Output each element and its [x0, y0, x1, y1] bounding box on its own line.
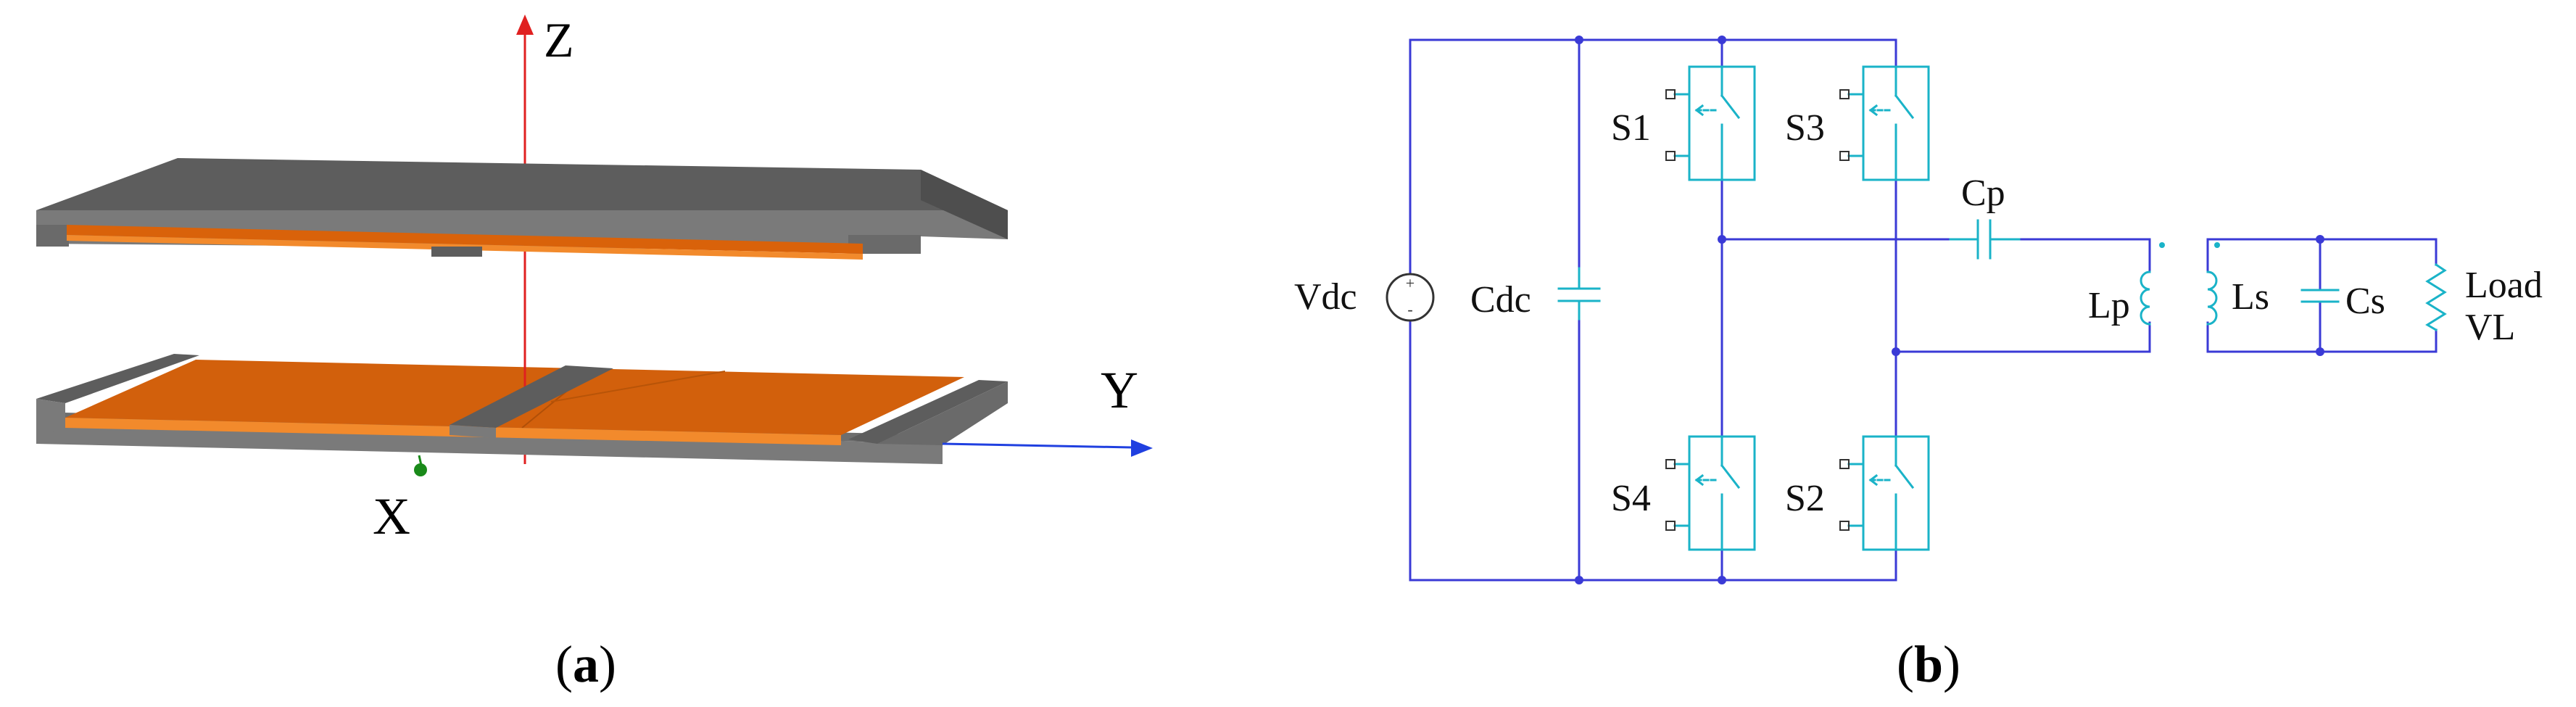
- label-s2: S2: [1785, 478, 1825, 519]
- vdc-source: + -: [1386, 273, 1435, 322]
- label-cs: Cs: [2345, 281, 2385, 322]
- cdc-capacitor: [1557, 267, 1601, 321]
- label-s4: S4: [1611, 478, 1651, 519]
- switch-s3: [1839, 65, 1930, 181]
- junction-dots: [1575, 36, 2324, 584]
- lower-plate-right-rail-side: [877, 381, 1008, 445]
- load-resistor-zigzag: [2425, 262, 2447, 332]
- junction-dot: [1718, 576, 1726, 584]
- junction-dot: [2316, 347, 2324, 356]
- switch-s1: [1665, 65, 1756, 181]
- panel-b: + -: [1294, 36, 2543, 693]
- vdc-source-circle: [1386, 273, 1435, 322]
- upper-coil-strip: [67, 225, 863, 254]
- junction-dot: [1718, 235, 1726, 244]
- upper-coil: [67, 225, 863, 260]
- label-s1: S1: [1611, 107, 1651, 149]
- dc-bus-wires: [1409, 38, 2438, 582]
- caption-b: (b): [1897, 635, 1960, 693]
- cs-capacitor: [2300, 289, 2340, 303]
- lower-plate-right-rail-top: [848, 380, 1008, 444]
- lower-center-bar-side: [450, 425, 496, 438]
- lower-coil-seam-2: [550, 371, 726, 402]
- upper-plate-left-lip: [36, 225, 69, 247]
- junction-dot: [1892, 347, 1900, 356]
- axis-x-label: X: [373, 487, 410, 545]
- lower-center-bar-top: [450, 365, 613, 428]
- switch-s4: [1665, 435, 1756, 551]
- label-vdc: Vdc: [1294, 276, 1357, 318]
- label-ls: Ls: [2232, 276, 2269, 318]
- z-axis-arrow: [516, 15, 534, 35]
- junction-dot: [2316, 235, 2324, 244]
- ls-inductor: [2206, 242, 2220, 326]
- ls-coil: [2206, 270, 2218, 326]
- panel-a: Z Y X (a): [36, 12, 1153, 693]
- y-axis-arrow: [1131, 439, 1153, 457]
- load-resistor: [2425, 262, 2447, 332]
- lp-coil: [2140, 270, 2151, 326]
- junction-dot: [1718, 36, 1726, 44]
- axis-z-label: Z: [544, 12, 574, 67]
- vdc-plus-sign: +: [1406, 274, 1415, 292]
- circuit-labels: Vdc Cdc S1 S3 S4 S2 Cp Lp Ls Cs Load VL: [1294, 107, 2543, 519]
- lower-center-bar: [450, 365, 613, 438]
- junction-dot: [1575, 36, 1583, 44]
- label-s3: S3: [1785, 107, 1825, 149]
- ls-dot: [2214, 242, 2220, 248]
- lp-dot: [2159, 242, 2165, 248]
- switch-s2: [1839, 435, 1930, 551]
- label-lp: Lp: [2088, 285, 2130, 326]
- lower-plate-left-rail-top: [36, 354, 199, 403]
- label-cdc: Cdc: [1470, 279, 1531, 321]
- label-load: Load: [2465, 265, 2543, 306]
- upper-plate-end-face: [921, 170, 1008, 239]
- upper-coil-center-tab: [431, 247, 482, 257]
- cp-capacitor: [1949, 219, 2021, 260]
- upper-plate-top-face: [36, 158, 1008, 210]
- vdc-minus-sign: -: [1407, 300, 1412, 318]
- lower-plate-left-rail-side: [36, 399, 65, 434]
- x-axis-dot: [414, 463, 427, 476]
- lp-inductor: [2140, 242, 2165, 326]
- caption-a: (a): [555, 635, 616, 693]
- junction-dot: [1575, 576, 1583, 584]
- y-axis-line: [942, 442, 1132, 449]
- label-vl: VL: [2465, 307, 2515, 348]
- axis-y-label: Y: [1101, 361, 1138, 419]
- label-cp: Cp: [1961, 173, 2005, 214]
